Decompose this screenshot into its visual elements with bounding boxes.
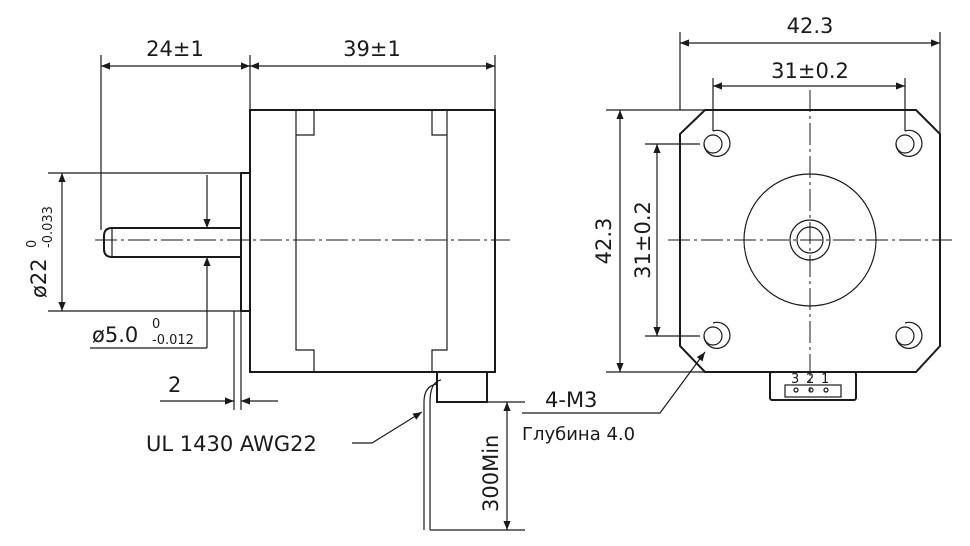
lead-wire bbox=[423, 379, 442, 530]
shaft-tolerance-lower: -0.012 bbox=[152, 333, 194, 348]
stator-profile bbox=[295, 110, 448, 372]
hole-thread-label: 4-M3 bbox=[545, 388, 597, 412]
mounting-hole bbox=[703, 326, 723, 346]
front-view: 3 2 1 42.3 31±0.2 42.3 31±0.2 4-M3 Глуби… bbox=[522, 14, 952, 445]
mounting-hole bbox=[703, 134, 723, 154]
flange-thickness-dim: 2 bbox=[168, 373, 181, 397]
flange-diameter-dim: ø22 bbox=[27, 258, 51, 298]
hole-spacing-v-dim: 31±0.2 bbox=[631, 201, 655, 279]
lead-length-dim: 300Min bbox=[479, 435, 503, 512]
body-length-dim: 39±1 bbox=[343, 37, 401, 61]
connector-socket bbox=[784, 384, 842, 398]
shaft-tolerance-upper: 0 bbox=[152, 317, 160, 332]
motor-face-outline bbox=[679, 109, 941, 373]
mounting-holes bbox=[703, 129, 923, 349]
cable-grommet bbox=[436, 372, 488, 403]
motor-body-outline bbox=[249, 109, 496, 373]
side-view: 24±1 39±1 ø22 0 -0.033 ø5.0 0 -0.012 2 U… bbox=[25, 37, 525, 531]
connector-pin-3: 3 bbox=[791, 372, 799, 387]
shaft-diameter-dim: ø5.0 bbox=[92, 323, 138, 347]
hole-depth-value: 4.0 bbox=[606, 424, 635, 445]
hole-spacing-h-dim: 31±0.2 bbox=[771, 59, 849, 83]
flange-tolerance-upper: 0 bbox=[25, 240, 40, 248]
face-width-dim: 42.3 bbox=[787, 14, 834, 38]
connector-pin-2: 2 bbox=[806, 372, 814, 387]
mounting-hole bbox=[895, 134, 915, 154]
wire-spec-label: UL 1430 AWG22 bbox=[146, 432, 317, 456]
shaft bbox=[103, 227, 241, 258]
mounting-hole bbox=[895, 326, 915, 346]
flange-tolerance-lower: -0.033 bbox=[41, 206, 56, 248]
shaft-length-dim: 24±1 bbox=[146, 37, 204, 61]
hole-depth-label: Глубина 4.0 bbox=[522, 424, 635, 445]
connector-housing bbox=[769, 371, 857, 401]
flange bbox=[240, 172, 251, 312]
connector-pin-1: 1 bbox=[821, 372, 829, 387]
face-height-dim: 42.3 bbox=[592, 218, 616, 265]
